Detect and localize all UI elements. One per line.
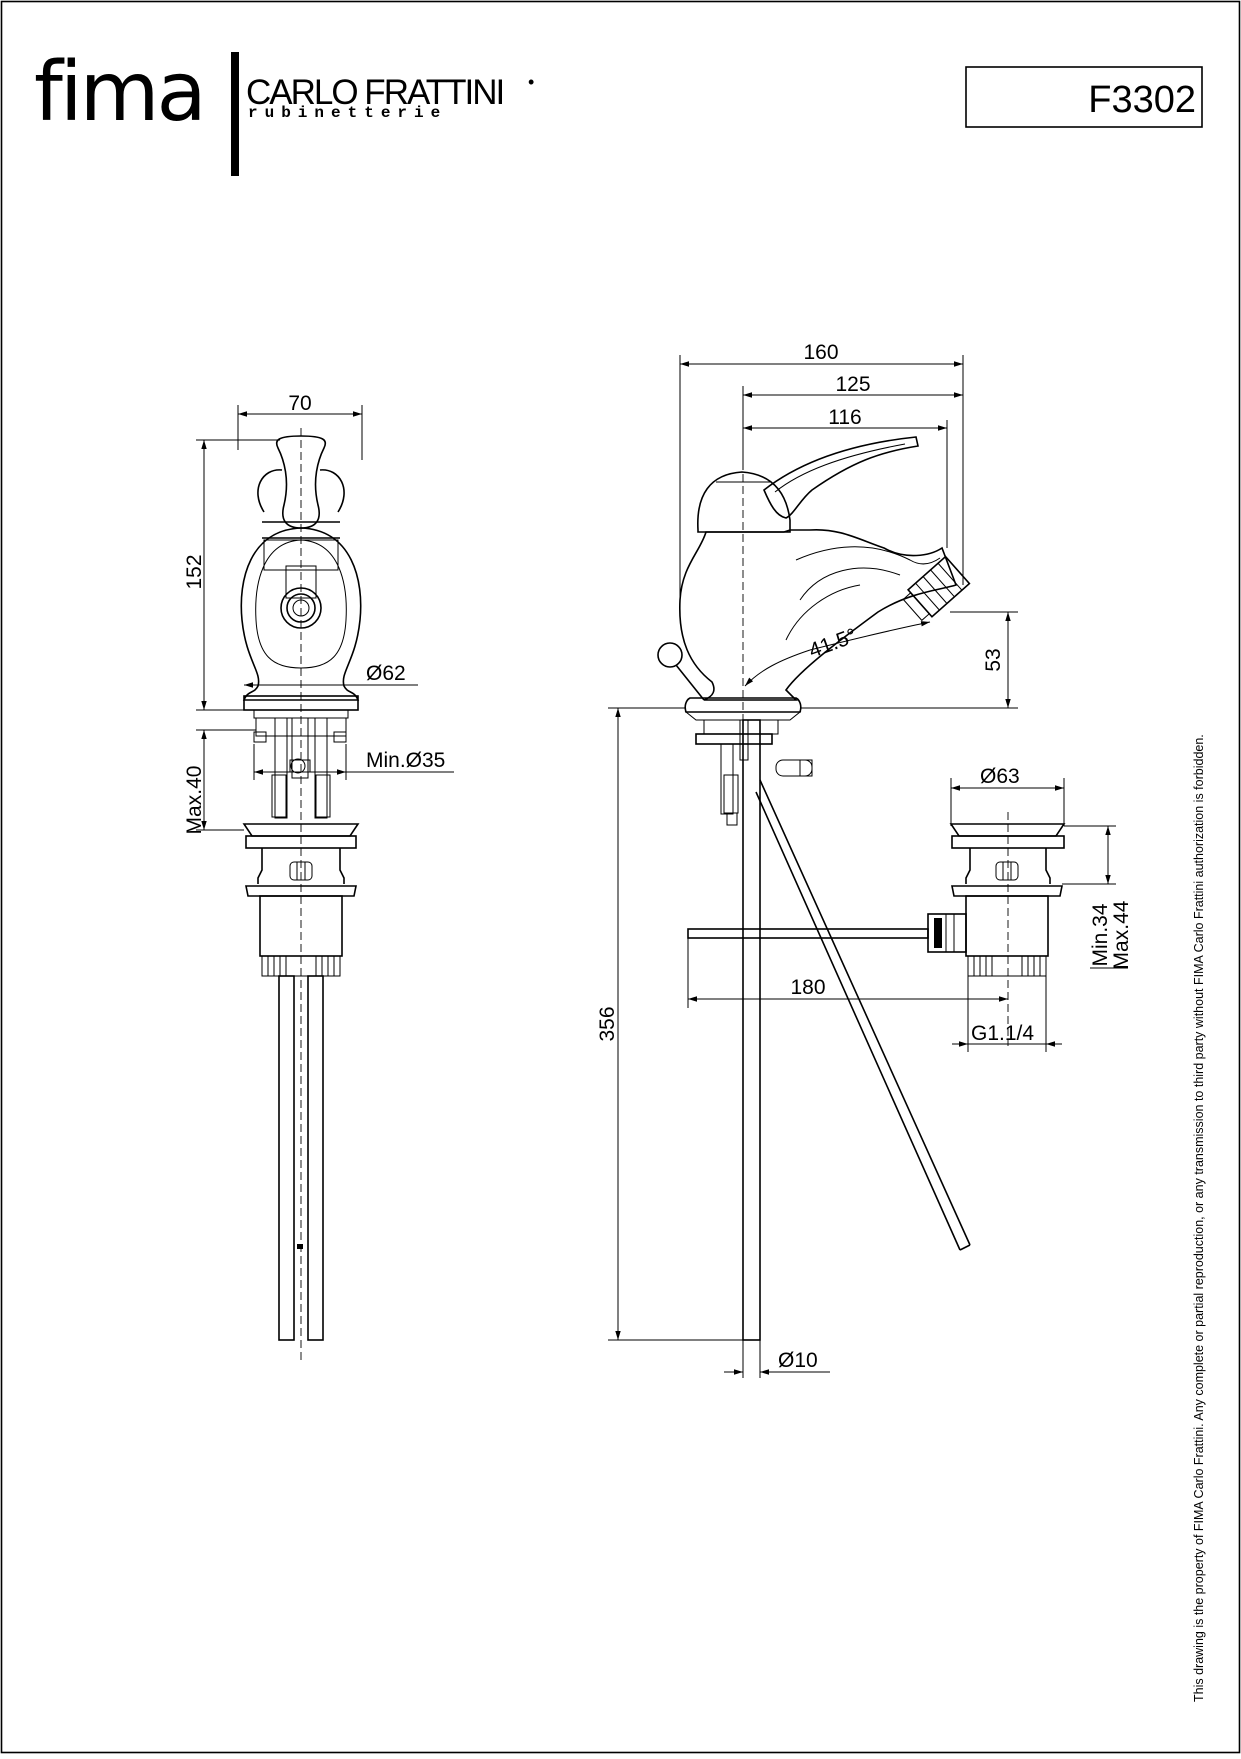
product-code: F3302 <box>1088 79 1196 121</box>
dim-side-spout-angle: 41.5° <box>806 624 860 662</box>
product-code-frame <box>965 66 1203 128</box>
dim-front-deck-max: Max.40 <box>183 766 206 835</box>
dim-waste-max: Max.44 <box>1110 900 1133 969</box>
side-cartridge-top <box>697 471 791 533</box>
dim-waste-min: Min.34 <box>1089 903 1112 966</box>
front-view <box>240 428 362 1362</box>
dim-front-base-diameter: Ø62 <box>366 662 406 685</box>
brand-logo: fima CARLO FRATTINI • rubinetterie <box>34 45 534 176</box>
dim-waste-thread: G1.1/4 <box>971 1022 1034 1045</box>
logo-rubinetterie: rubinetterie <box>248 104 447 122</box>
dim-side-spout-reach: 125 <box>835 373 870 396</box>
waste-body <box>965 895 1049 957</box>
waste-horizontal-rod <box>687 928 929 939</box>
dim-front-width: 70 <box>288 392 311 415</box>
side-popup-rod <box>742 719 761 1341</box>
side-popup-knob <box>657 642 683 668</box>
front-tailpipe-left <box>278 975 295 1341</box>
logo-carlo-frattini: CARLO FRATTINI <box>246 73 503 112</box>
dim-waste-diameter: Ø63 <box>980 765 1020 788</box>
legal-notice: This drawing is the property of FIMA Car… <box>1192 734 1206 1702</box>
waste-flange <box>949 823 1066 837</box>
side-view <box>657 436 971 1366</box>
front-tailpipe-right <box>307 975 324 1341</box>
logo-fima: fima <box>34 45 204 140</box>
waste-detail <box>687 812 1066 1046</box>
logo-divider <box>231 52 239 176</box>
dim-side-overall: 160 <box>803 341 838 364</box>
dim-side-lever-reach: 116 <box>828 406 861 429</box>
front-handle-side <box>257 469 345 513</box>
side-nozzle <box>902 555 971 622</box>
dim-side-rod-diameter: Ø10 <box>778 1349 818 1372</box>
front-waste-thread <box>261 955 341 977</box>
side-lever <box>763 436 919 519</box>
logo-registered-mark: • <box>528 72 534 92</box>
waste-thread <box>967 955 1047 977</box>
front-dimensions: 70 152 Ø62 Min.Ø35 Max.40 <box>183 392 454 834</box>
front-nozzle <box>280 587 322 629</box>
side-dimensions: 160 125 116 41.5° 53 356 Ø10 <box>596 341 1018 1378</box>
front-lever <box>275 435 327 529</box>
product-code-box: F3302 <box>965 66 1203 128</box>
waste-dimensions: Ø63 Min.34 Max.44 180 G1.1/4 <box>687 765 1133 1052</box>
side-link-rod <box>759 779 971 1246</box>
dim-side-spout-height: 53 <box>982 648 1005 671</box>
front-body <box>240 527 362 701</box>
dim-side-rod-length: 356 <box>596 1006 619 1041</box>
side-body <box>679 529 958 701</box>
dim-front-height: 152 <box>183 554 206 589</box>
dim-waste-rod-length: 180 <box>790 976 825 999</box>
dim-front-hole-diameter: Min.Ø35 <box>366 749 445 772</box>
waste-connector <box>927 913 967 953</box>
